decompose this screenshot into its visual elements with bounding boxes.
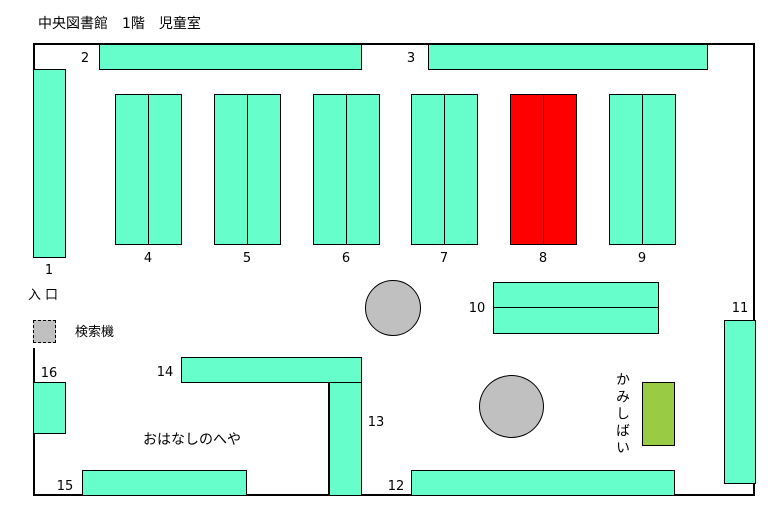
search-kiosk-label: 検索機	[75, 325, 115, 340]
shelf-15-label: 15	[56, 479, 74, 494]
shelf-1-label: 1	[44, 263, 54, 278]
shelf-13[interactable]	[329, 382, 362, 496]
shelf-14-label: 14	[156, 365, 174, 380]
round-table-2	[479, 375, 544, 438]
shelf-3-label: 3	[406, 51, 416, 66]
page-title: 中央図書館 1階 児童室	[38, 16, 201, 32]
story-room-label: おはなしのへや	[143, 432, 241, 448]
shelf-12-label: 12	[387, 479, 405, 494]
shelf-2-label: 2	[80, 51, 90, 66]
wall-top	[33, 43, 755, 45]
wall-right	[753, 43, 755, 496]
shelf-6-label: 6	[341, 251, 351, 266]
shelf-15[interactable]	[82, 470, 247, 496]
wall-bottom	[33, 494, 755, 496]
entrance-label: 入口	[28, 288, 63, 303]
shelf-10[interactable]	[493, 282, 659, 334]
shelf-4-label: 4	[143, 251, 153, 266]
kamishibai-stage[interactable]	[642, 382, 675, 446]
shelf-1[interactable]	[33, 69, 66, 258]
shelf-10-label: 10	[468, 301, 486, 316]
shelf-3[interactable]	[428, 44, 708, 70]
shelf-5-label: 5	[242, 251, 252, 266]
kamishibai-label: かみしばい	[614, 372, 630, 457]
shelf-14[interactable]	[181, 357, 362, 383]
shelf-8-label: 8	[538, 251, 548, 266]
shelf-12[interactable]	[411, 470, 675, 496]
shelf-13-label: 13	[367, 415, 385, 430]
shelf-16[interactable]	[33, 382, 66, 434]
search-kiosk[interactable]	[33, 320, 56, 343]
shelf-11[interactable]	[724, 320, 756, 484]
shelf-2[interactable]	[99, 44, 362, 70]
shelf-16-label: 16	[40, 366, 58, 381]
shelf-9-label: 9	[637, 251, 647, 266]
shelf-7-label: 7	[439, 251, 449, 266]
round-table-1	[365, 280, 421, 336]
shelf-11-label: 11	[731, 301, 749, 316]
